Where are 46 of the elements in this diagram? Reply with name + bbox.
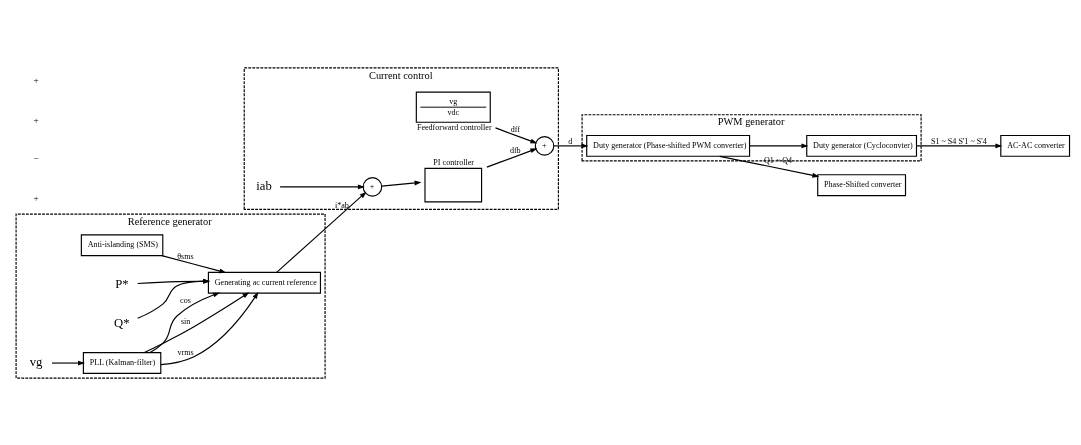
node-box: Generating ac current reference	[207, 271, 322, 294]
label: +	[33, 114, 39, 125]
node-box: vg vdc	[415, 91, 491, 123]
arrow	[137, 278, 211, 284]
node-box: Duty generator (Phase-shifted PWM converter)	[586, 134, 751, 157]
node-box: AC-AC converter	[1000, 134, 1071, 157]
edge-label: θsms	[177, 251, 194, 261]
node-box	[424, 167, 483, 202]
label: +	[33, 192, 39, 203]
node-box: PLL (Kalman-filter)	[82, 351, 162, 374]
node-box: Phase-Shifted converter	[817, 173, 907, 196]
node-box: Anti-islanding (SMS)	[80, 233, 164, 256]
node-text: vg	[29, 354, 43, 369]
arrow	[149, 292, 221, 353]
arrow	[915, 142, 1003, 148]
node-box: Duty generator (Cycloconvter)	[806, 134, 918, 157]
arrow	[719, 155, 820, 178]
arrow	[137, 278, 211, 319]
edge-label: dff	[510, 124, 521, 134]
label: +	[33, 74, 39, 85]
arrow	[160, 291, 259, 365]
edge-label: d	[568, 136, 573, 146]
arrow	[381, 180, 422, 187]
arrow	[494, 126, 538, 143]
arrow	[486, 147, 538, 168]
edge-label: sin	[180, 316, 191, 326]
arrow	[143, 291, 250, 353]
node-text: iab	[256, 178, 272, 193]
arrow	[51, 360, 85, 365]
node-circle: +	[534, 135, 555, 156]
node-label: PI controller	[433, 157, 474, 166]
arrow	[161, 254, 227, 273]
arrow	[276, 191, 367, 273]
node-text: P*	[115, 276, 129, 291]
edge-label: dfb	[509, 145, 521, 155]
edge-label: vrms	[177, 347, 194, 357]
label: −	[33, 153, 39, 164]
arrow	[553, 142, 589, 148]
node-text: Q*	[113, 315, 130, 330]
edge-label: S1 ~ S4 S'1 ~ S'4	[930, 136, 987, 146]
arrow	[749, 142, 809, 148]
arrow	[279, 183, 365, 189]
node-circle: +	[362, 176, 383, 197]
edge-label: cos	[180, 295, 191, 305]
edge-label: i*ab	[334, 200, 349, 210]
node-label: Feedforward controller	[416, 122, 492, 132]
